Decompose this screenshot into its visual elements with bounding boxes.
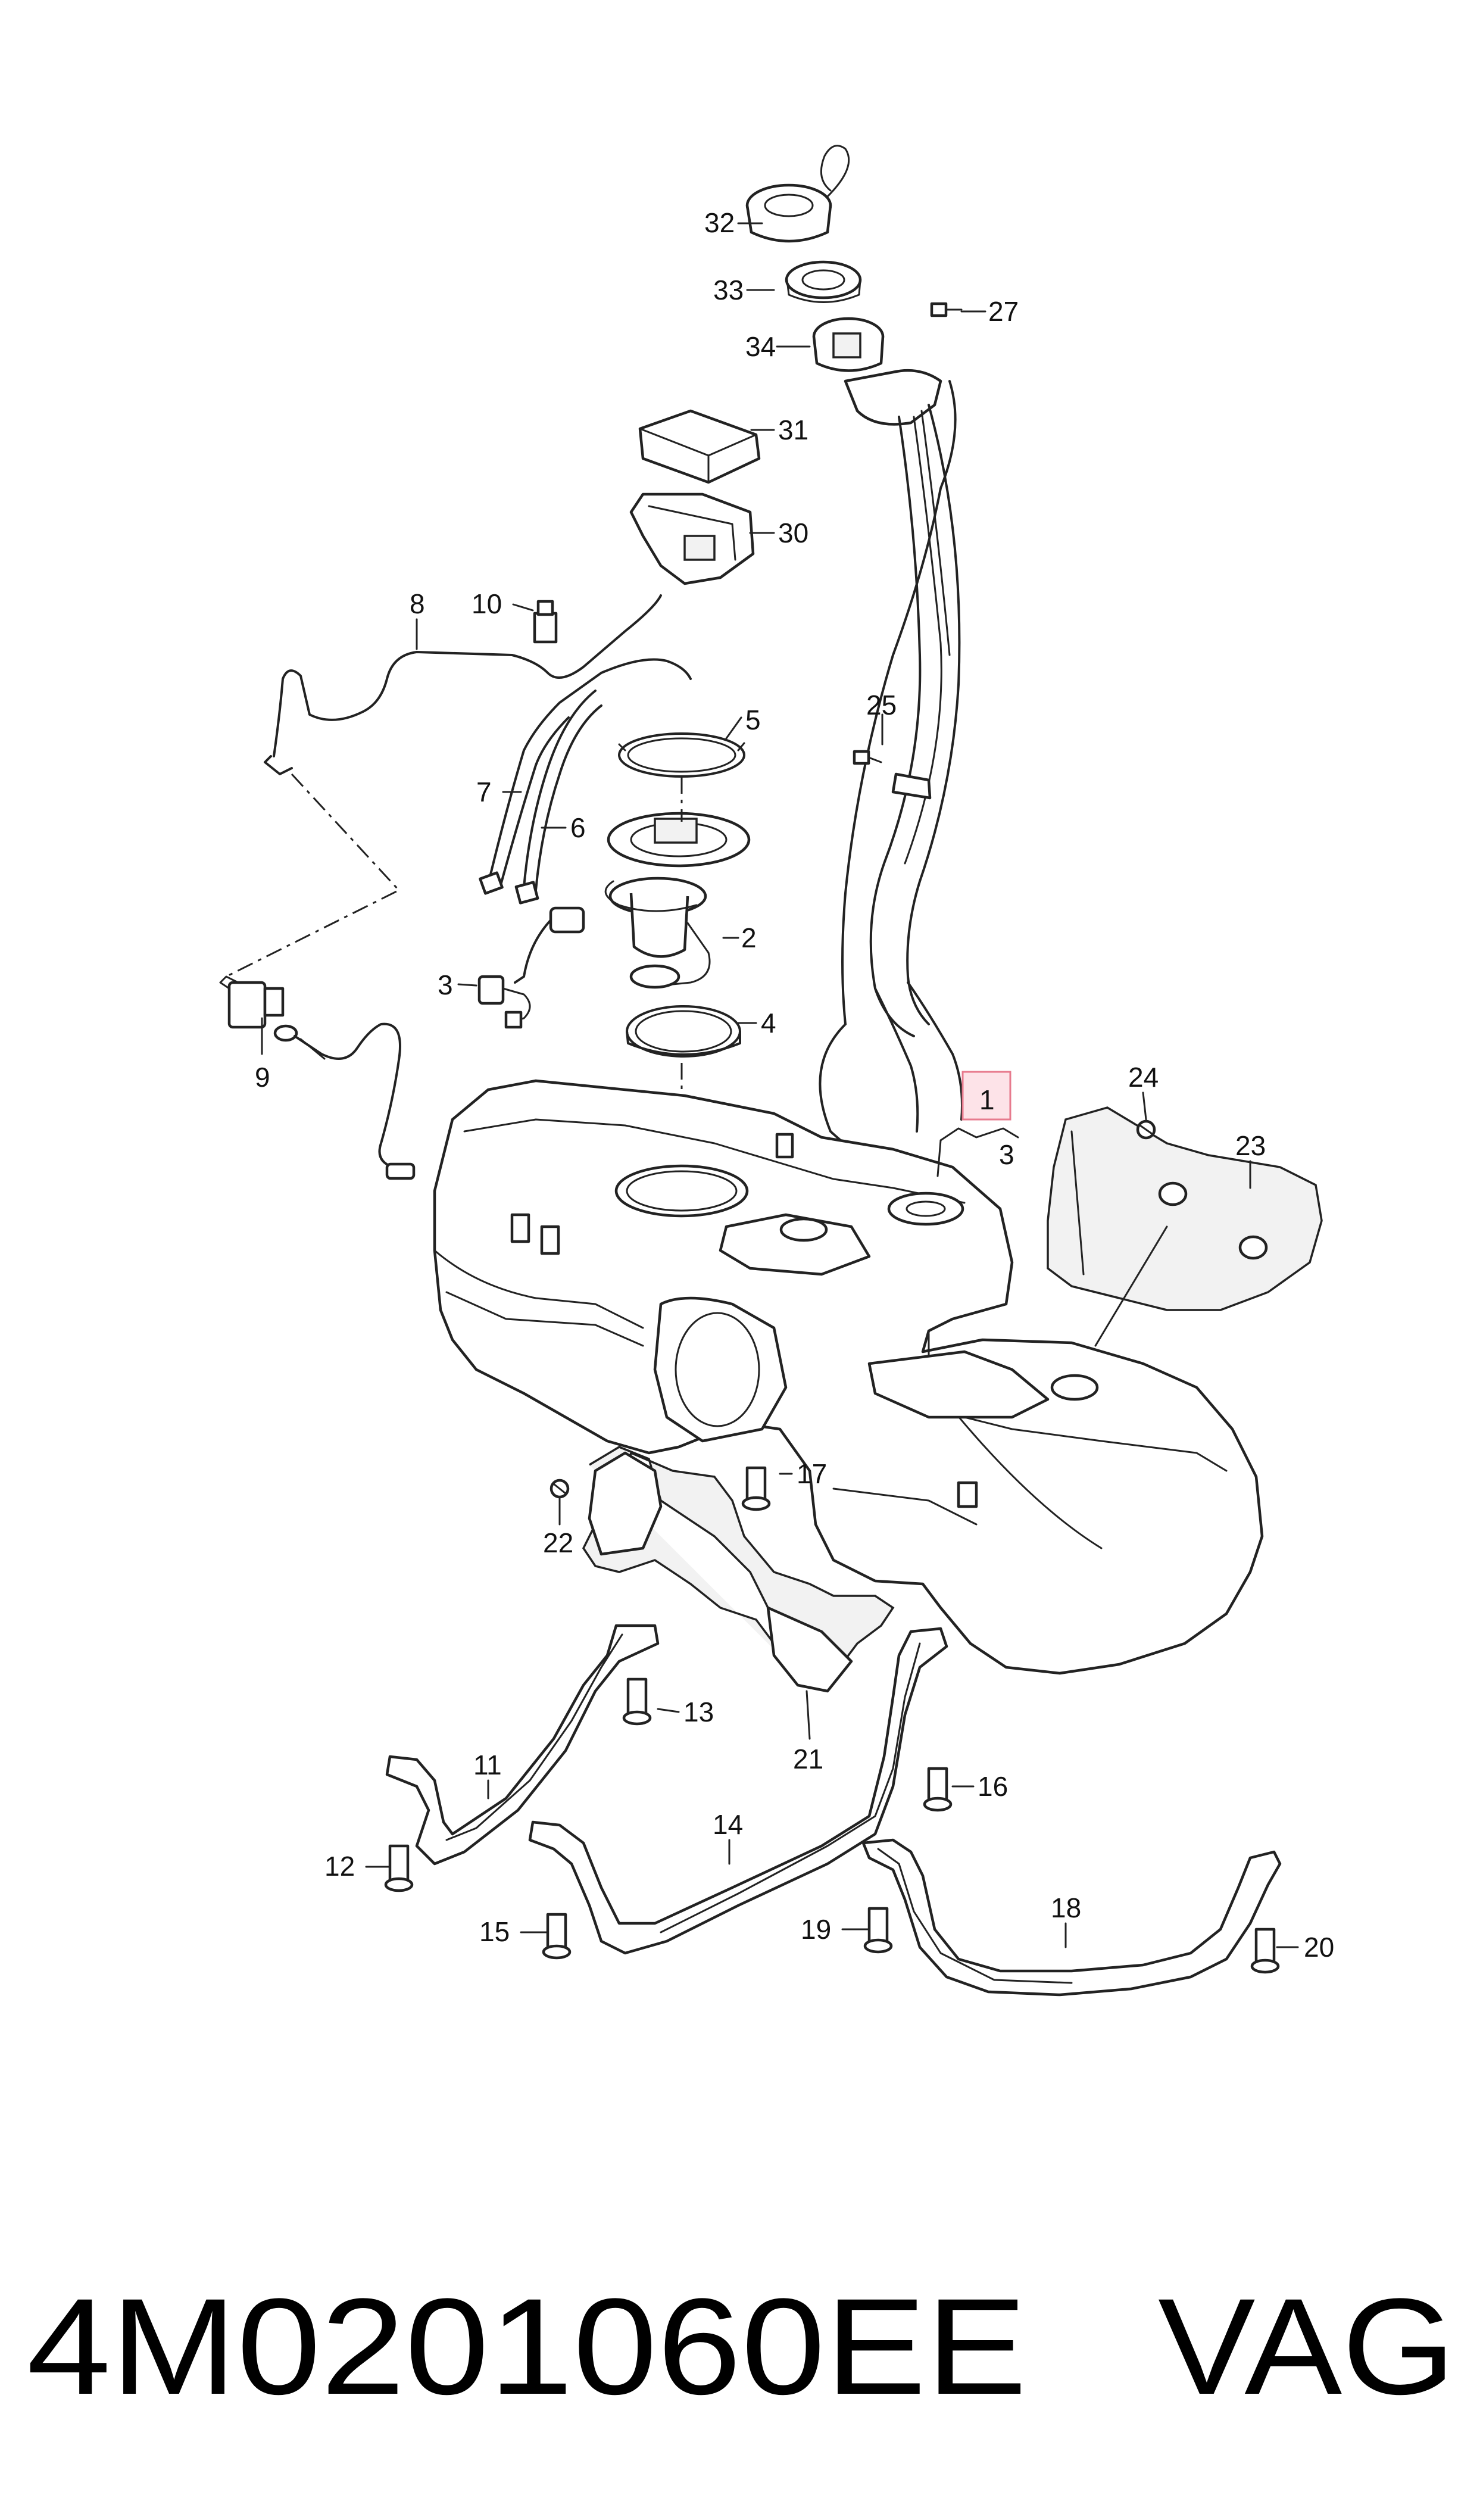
callout-27: 27 [988,296,1019,327]
callout-20: 20 [1304,1932,1334,1963]
callout-11: 11 [473,1749,502,1780]
filler-seal-33 [785,260,862,303]
bolt-13 [622,1677,652,1726]
callout-14: 14 [713,1809,743,1840]
filler-insert-34 [812,317,885,372]
callout-34: 34 [745,331,776,362]
callout-1: 1 [979,1084,995,1115]
callout-17: 17 [797,1458,827,1489]
callout-12: 12 [324,1851,355,1882]
leader-lines [261,222,1299,1948]
bolt-16 [923,1767,953,1812]
bracket-30 [629,492,755,585]
callout-4: 4 [761,1008,776,1038]
callout-10: 10 [472,588,502,619]
fuel-line-6 [514,690,602,905]
brand: VAG [1158,2270,1456,2423]
heat-shield-21 [582,1446,895,1693]
callout-31: 31 [778,414,808,445]
bolt-25 [853,750,882,765]
callout-33: 33 [713,275,744,305]
callout-9: 9 [255,1062,270,1093]
callout-3a: 3 [438,969,453,1000]
fuel-pump-2 [604,812,751,989]
clip-22 [550,1479,570,1499]
callout-19: 19 [801,1914,831,1945]
control-unit-31 [638,409,761,484]
clip-24 [1136,1119,1156,1140]
bolt-17 [741,1466,771,1511]
bolt-19 [863,1907,893,1954]
sensor-9 [219,975,416,1180]
callout-21: 21 [793,1744,823,1774]
breather-line [819,380,957,1186]
callout-3b: 3 [999,1139,1014,1170]
callout-23: 23 [1235,1130,1266,1161]
callout-7: 7 [476,776,492,807]
part-number: 4M0201060EE [27,2270,1027,2423]
callout-labels: 32 33 34 27 31 30 25 5 2 4 6 7 8 10 3 9 … [255,207,1334,1963]
strap-18 [861,1838,1282,1997]
locking-ring-5 [618,732,745,778]
filler-neck-pipe [844,369,963,1133]
bolt-12 [384,1844,414,1892]
bolt-20 [1250,1928,1280,1974]
callout-5: 5 [745,704,761,735]
filler-cap-32 [745,145,850,243]
heat-shield-23 [1047,1106,1323,1311]
callout-16: 16 [978,1771,1008,1802]
fuel-tank [433,1079,1264,1675]
callout-18: 18 [1051,1892,1081,1923]
callout-6: 6 [570,812,586,843]
bolt-27 [930,302,963,317]
callout-8: 8 [410,588,425,619]
callout-32: 32 [704,207,735,238]
bolt-15 [542,1913,572,1960]
strap-11 [385,1624,660,1866]
fuel-line-7 [479,658,692,895]
strap-14 [528,1627,948,1955]
callout-30: 30 [778,517,808,548]
fuel-line-8 [264,594,662,775]
callout-15: 15 [479,1916,510,1947]
connector-10 [533,600,558,644]
highlight-box-1 [961,1071,1011,1121]
callout-2: 2 [741,922,757,953]
sealing-ring-4 [626,1005,741,1058]
callout-22: 22 [543,1527,573,1558]
callout-25: 25 [866,690,897,721]
sensor-3 [477,906,585,1029]
callout-24: 24 [1128,1062,1159,1093]
callout-13: 13 [683,1696,714,1727]
tank-studs [510,1133,978,1508]
